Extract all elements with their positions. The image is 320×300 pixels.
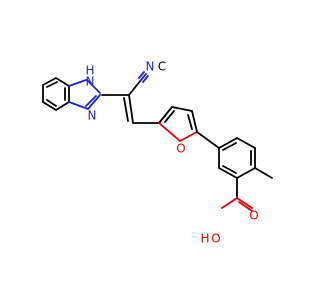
bond bbox=[140, 73, 147, 81]
benzimidazole-benzene-ring bbox=[42, 77, 70, 111]
bond bbox=[171, 106, 193, 112]
nitrile-n-label: N bbox=[146, 60, 155, 74]
bond bbox=[221, 197, 238, 209]
bond bbox=[46, 81, 58, 88]
carboxyl-oh-h-label: H bbox=[200, 232, 209, 246]
nitrile-group bbox=[138, 71, 149, 83]
bond bbox=[222, 165, 237, 174]
bond bbox=[236, 167, 256, 179]
bond bbox=[68, 79, 87, 87]
bond bbox=[158, 122, 181, 142]
acrylonitrile-linker bbox=[101, 79, 160, 124]
bond bbox=[236, 137, 256, 149]
bond bbox=[85, 95, 97, 107]
bond bbox=[68, 101, 89, 110]
benzimidazole-nh-h-label: H bbox=[85, 64, 94, 78]
bond bbox=[55, 77, 70, 87]
bond bbox=[128, 94, 134, 124]
bond bbox=[218, 137, 238, 149]
bond bbox=[42, 77, 57, 86]
benzimidazole-n-bottom-label: N bbox=[88, 109, 97, 123]
bond bbox=[123, 97, 129, 122]
methyl-bond bbox=[254, 167, 273, 179]
furan-benzoic-connection-bond bbox=[196, 131, 220, 149]
bond bbox=[179, 131, 198, 142]
benzoic-acid-ring bbox=[218, 137, 256, 179]
bond bbox=[42, 101, 57, 111]
furan-o-label: O bbox=[176, 142, 185, 156]
bond bbox=[218, 167, 238, 179]
bond bbox=[128, 79, 142, 96]
bond bbox=[87, 94, 101, 110]
bond bbox=[55, 101, 70, 111]
bond bbox=[46, 99, 57, 107]
carboxylic-acid-group bbox=[221, 177, 253, 212]
bond bbox=[158, 106, 173, 124]
carboxyl-oh-o-label: O bbox=[211, 232, 220, 246]
carboxyl-double-o-label: O bbox=[249, 209, 258, 223]
chemical-structure-diagram: H N N N C O bbox=[42, 59, 273, 246]
nitrile-c-label: C bbox=[158, 60, 166, 74]
bond bbox=[191, 110, 198, 133]
bond bbox=[86, 79, 101, 94]
bond bbox=[138, 71, 145, 79]
imidazole-ring bbox=[68, 79, 101, 110]
bond bbox=[164, 110, 175, 123]
furan-ring bbox=[158, 106, 198, 142]
bond bbox=[236, 197, 253, 209]
bond bbox=[238, 201, 253, 212]
bond bbox=[187, 114, 193, 130]
bond bbox=[142, 75, 149, 83]
benzimidazole-n-top-label: N bbox=[86, 75, 95, 89]
bond bbox=[222, 142, 237, 151]
